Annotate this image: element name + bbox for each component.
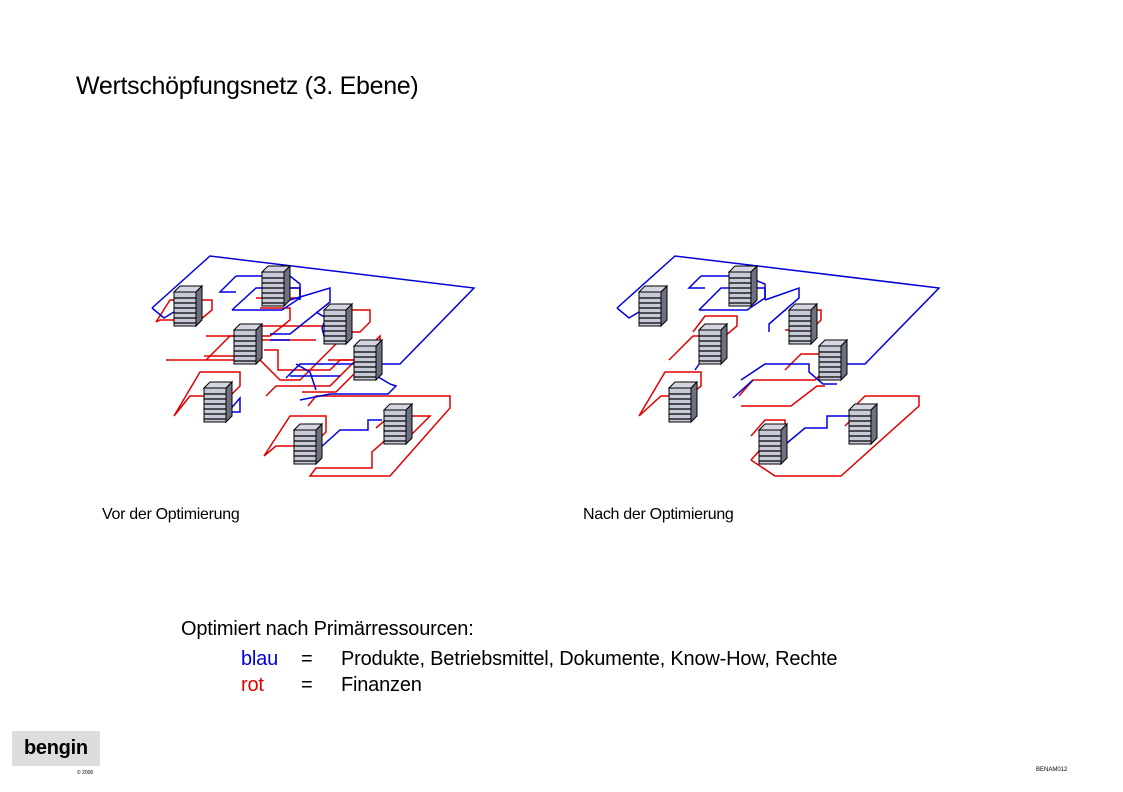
- server-icon: [261, 265, 291, 307]
- company-logo: bengin: [12, 731, 100, 766]
- copyright-notice: © 2006: [77, 770, 94, 776]
- network-diagram-after: [605, 240, 965, 490]
- legend-key-blue: blau: [241, 648, 279, 670]
- server-icon: [353, 339, 383, 381]
- server-nodes: [173, 265, 413, 465]
- legend-description-red: Finanzen: [341, 674, 422, 696]
- server-icon: [293, 423, 323, 465]
- server-icon: [788, 303, 818, 345]
- legend-equals: =: [301, 648, 313, 670]
- server-nodes: [638, 265, 878, 465]
- server-icon: [758, 423, 788, 465]
- network-graphic-after: [616, 255, 941, 477]
- network-graphic-before: [151, 255, 476, 477]
- legend-heading: Optimiert nach Primärressourcen:: [181, 618, 474, 640]
- server-icon: [848, 403, 878, 445]
- server-icon: [173, 285, 203, 327]
- legend-key-red: rot: [241, 674, 264, 696]
- network-diagram-before: [140, 240, 500, 490]
- server-icon: [233, 323, 263, 365]
- server-icon: [323, 303, 353, 345]
- legend-description-blue: Produkte, Betriebsmittel, Dokumente, Kno…: [341, 648, 838, 670]
- server-icon: [668, 381, 698, 423]
- document-id: BENAM012: [1036, 767, 1068, 773]
- caption-before: Vor der Optimierung: [102, 506, 240, 523]
- server-icon: [818, 339, 848, 381]
- legend-equals: =: [301, 674, 313, 696]
- resource-links: [616, 255, 941, 449]
- server-icon: [203, 381, 233, 423]
- page-title: Wertschöpfungsnetz (3. Ebene): [76, 72, 419, 100]
- resource-links: [151, 255, 476, 449]
- caption-after: Nach der Optimierung: [583, 506, 734, 523]
- server-icon: [728, 265, 758, 307]
- server-icon: [383, 403, 413, 445]
- server-icon: [698, 323, 728, 365]
- server-icon: [638, 285, 668, 327]
